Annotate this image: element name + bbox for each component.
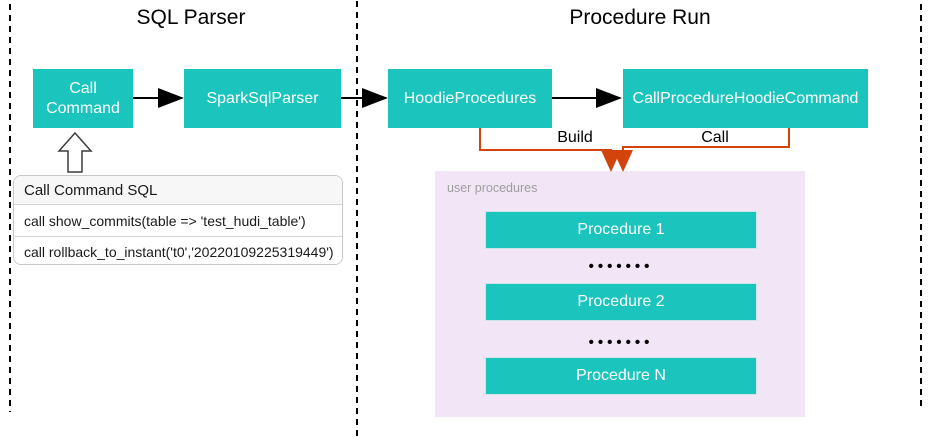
section-title-sql-parser: SQL Parser — [136, 6, 246, 29]
node-procedure-n-label: Procedure N — [576, 367, 666, 384]
edge-label-build: Build — [557, 129, 593, 146]
hollow-up-arrow-icon — [57, 131, 93, 173]
node-procedure-2: Procedure 2 — [485, 283, 757, 321]
node-hoodie-procedures-label: HoodieProcedures — [403, 89, 537, 107]
node-call-command: Call Command — [33, 69, 133, 128]
sql-panel-header: Call Command SQL — [14, 176, 342, 205]
node-hoodie-procedures: HoodieProcedures — [388, 69, 552, 128]
node-procedure-n: Procedure N — [485, 357, 757, 395]
node-call-procedure-hoodie-command-label: CallProcedureHoodieCommand — [632, 89, 859, 107]
user-procedures-container: user procedures Procedure 1 ••••••• Proc… — [435, 171, 805, 417]
node-call-command-label: Call Command — [46, 79, 120, 117]
node-procedure-2-label: Procedure 2 — [577, 293, 665, 310]
section-title-procedure-run: Procedure Run — [569, 6, 711, 29]
node-procedure-1-label: Procedure 1 — [577, 221, 665, 238]
sql-row-show-commits: call show_commits(table => 'test_hudi_ta… — [14, 205, 342, 236]
sql-row-rollback-to-instant: call rollback_to_instant('t0','202201092… — [14, 236, 342, 264]
node-spark-sql-parser: SparkSqlParser — [184, 69, 341, 128]
user-procedures-label: user procedures — [447, 181, 538, 195]
ellipsis-dots-2: ••••••• — [588, 334, 654, 351]
node-spark-sql-parser-label: SparkSqlParser — [206, 89, 319, 107]
node-call-procedure-hoodie-command: CallProcedureHoodieCommand — [623, 69, 868, 128]
node-procedure-1: Procedure 1 — [485, 211, 757, 249]
call-command-sql-panel: Call Command SQL call show_commits(table… — [13, 175, 343, 265]
edge-label-call: Call — [701, 129, 729, 146]
ellipsis-dots-1: ••••••• — [588, 258, 654, 275]
